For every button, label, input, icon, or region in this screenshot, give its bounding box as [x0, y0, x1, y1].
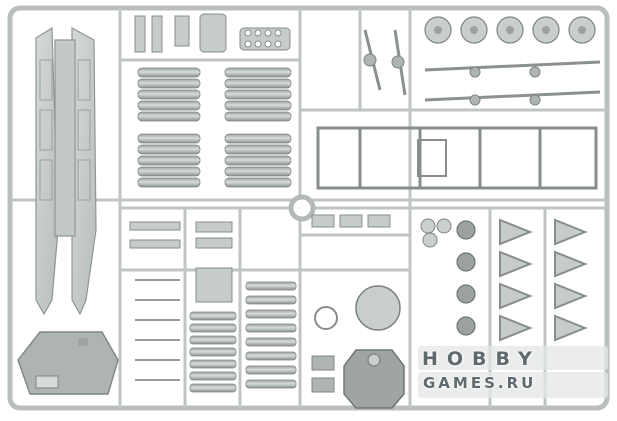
watermark-line-2: GAMES.RU: [423, 374, 537, 392]
chassis-frame: [316, 126, 598, 190]
hatch-and-turret: [311, 285, 405, 409]
track-link-blocks: [137, 67, 292, 188]
small-parts-middle: [129, 214, 391, 303]
road-wheels-top: [424, 16, 596, 44]
sprue-hub: [288, 194, 316, 222]
watermark-line-1: HOBBY: [422, 348, 541, 370]
bracket-parts: [499, 218, 588, 342]
hull-front-plate: [17, 331, 119, 395]
watermark-backdrop: [418, 346, 608, 398]
drive-sprockets: [456, 220, 476, 336]
hull-side-plates: [35, 26, 97, 316]
track-guide-rows: [189, 281, 297, 393]
